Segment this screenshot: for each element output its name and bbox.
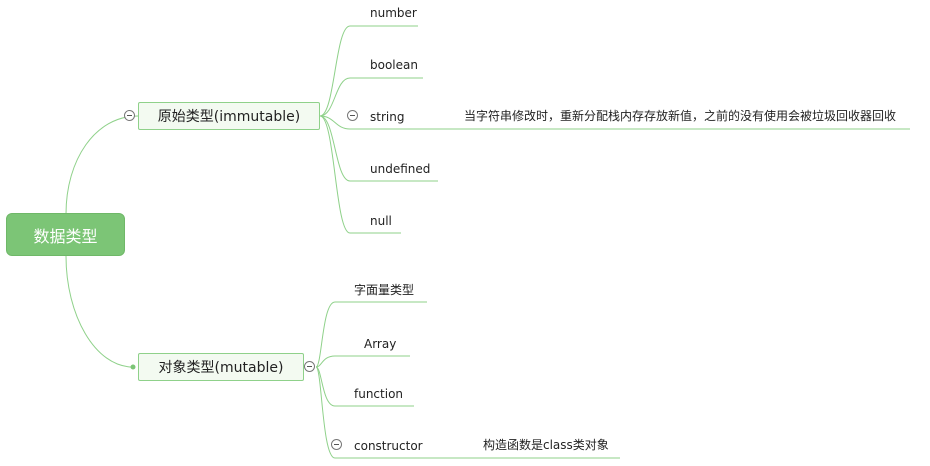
connector-boolean (319, 77, 423, 117)
leaf-array[interactable]: Array (364, 337, 397, 351)
connector-array (315, 355, 410, 368)
collapse-string-icon[interactable] (347, 110, 358, 121)
connector-root-object (65, 255, 134, 368)
connector-undefined (319, 115, 438, 182)
connector-null (319, 115, 401, 234)
leaf-number[interactable]: number (370, 6, 417, 20)
leaf-undefined[interactable]: undefined (370, 162, 431, 176)
collapse-primitive-icon[interactable] (124, 110, 135, 121)
connector-constructor (315, 366, 620, 459)
note-string: 当字符串修改时，重新分配栈内存存放新值，之前的没有使用会被垃圾回收器回收 (464, 109, 897, 123)
leaf-boolean[interactable]: boolean (370, 58, 418, 72)
leaf-literal-type[interactable]: 字面量类型 (354, 283, 415, 297)
branch-label: 原始类型(immutable) (157, 109, 301, 125)
branch-node-primitive[interactable]: 原始类型(immutable) (138, 102, 320, 130)
branch-anchor-dot (130, 364, 136, 370)
connector-string (319, 115, 910, 130)
leaf-null[interactable]: null (370, 214, 392, 228)
connector-literal-type (315, 301, 427, 368)
leaf-string[interactable]: string (370, 110, 405, 124)
root-node[interactable]: 数据类型 (6, 213, 125, 256)
branch-label: 对象类型(mutable) (158, 360, 284, 376)
collapse-constructor-icon[interactable] (331, 439, 342, 450)
connector-root-primitive (65, 115, 139, 215)
connector-number (319, 25, 418, 117)
collapse-object-icon[interactable] (304, 361, 315, 372)
leaf-constructor[interactable]: constructor (354, 439, 423, 453)
leaf-function[interactable]: function (354, 387, 404, 401)
note-constructor: 构造函数是class类对象 (483, 438, 609, 452)
root-label: 数据类型 (33, 226, 98, 246)
branch-node-object[interactable]: 对象类型(mutable) (138, 353, 304, 381)
